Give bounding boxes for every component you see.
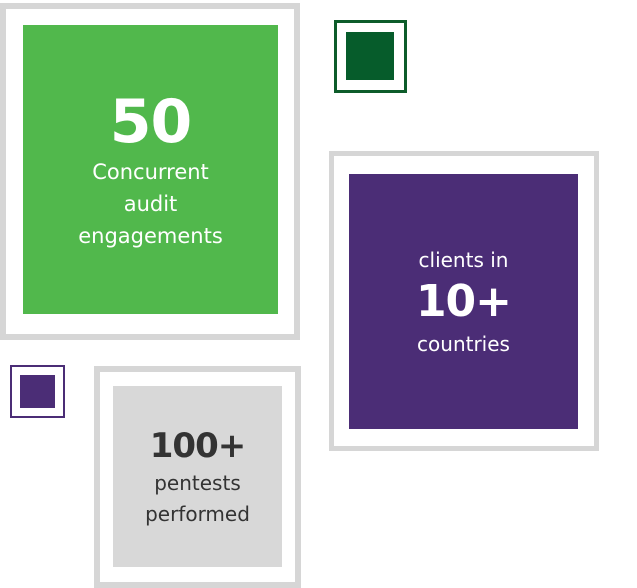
decorative-green-square <box>346 32 394 80</box>
audits-stat-label-line-1: Concurrent <box>92 159 209 184</box>
audits-stat-tile: 50 Concurrent audit engagements <box>23 25 278 314</box>
clients-stat-prefix: clients in <box>418 247 509 272</box>
audits-stat-label-line-3: engagements <box>78 223 223 248</box>
pentests-stat-label-line-2: performed <box>145 501 250 526</box>
clients-stat-tile: clients in 10+ countries <box>349 174 578 429</box>
pentests-stat-label-line-1: pentests <box>154 470 241 495</box>
audits-stat-value: 50 <box>109 86 192 157</box>
clients-stat-value: 10+ <box>415 275 512 327</box>
audits-stat-label-line-2: audit <box>123 191 178 216</box>
clients-stat-suffix: countries <box>417 331 510 356</box>
pentests-stat-tile: 100+ pentests performed <box>113 386 282 567</box>
decorative-purple-square <box>20 375 55 408</box>
pentests-stat-value: 100+ <box>149 425 246 466</box>
